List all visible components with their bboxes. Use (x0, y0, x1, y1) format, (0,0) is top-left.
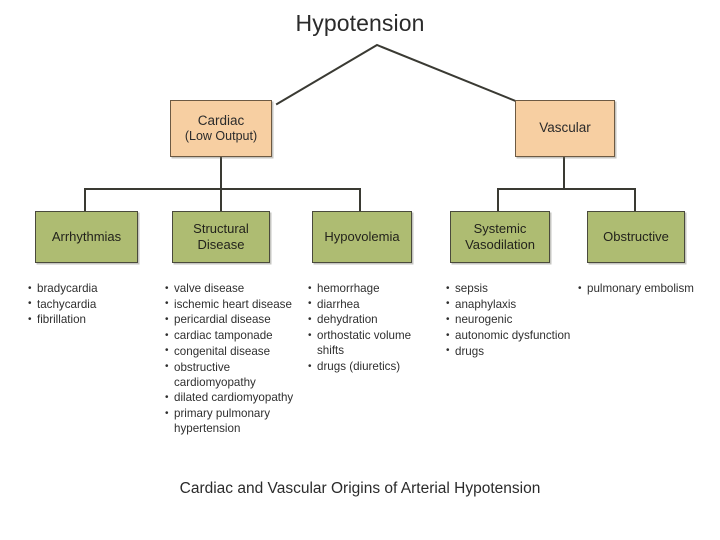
list-item: pericardial disease (165, 312, 305, 327)
list-item: orthostatic volume shifts (308, 328, 428, 358)
list-item: cardiac tamponade (165, 328, 305, 343)
node-structural-disease-text: Structural Disease (189, 221, 253, 253)
list-item: neurogenic (446, 312, 596, 327)
node-arrhythmias-label: Arrhythmias (51, 229, 122, 245)
list-item: obstructive cardiomyopathy (165, 359, 305, 390)
node-systemic-vasodilation-line2: Vasodilation (465, 237, 535, 252)
node-obstructive[interactable]: Obstructive (587, 211, 685, 263)
list-item: valve disease (165, 280, 305, 296)
list-item: bradycardia (28, 280, 153, 296)
list-item: hemorrhage (308, 280, 428, 296)
node-obstructive-label: Obstructive (603, 229, 669, 245)
node-cardiac-text: Cardiac (Low Output) (185, 113, 257, 145)
list-obstructive: pulmonary embolism (578, 280, 713, 297)
list-hypovolemia-items: hemorrhagediarrheadehydrationorthostatic… (308, 280, 428, 374)
node-cardiac-sublabel: (Low Output) (184, 129, 258, 144)
list-item: drugs (diuretics) (308, 359, 428, 374)
diagram-title: Hypotension (295, 10, 425, 36)
list-arrhythmias: bradycardiatachycardiafibrillation (28, 280, 153, 328)
node-systemic-vasodilation[interactable]: Systemic Vasodilation (450, 211, 550, 263)
node-structural-disease-line2: Disease (197, 237, 245, 252)
list-item: primary pulmonary hypertension (165, 406, 305, 436)
list-item: tachycardia (28, 296, 153, 312)
list-structural-disease-items: valve diseaseischemic heart diseaseperic… (165, 280, 305, 437)
list-item: drugs (446, 343, 596, 359)
list-item: fibrillation (28, 312, 153, 327)
list-item: ischemic heart disease (165, 296, 305, 312)
list-item: dehydration (308, 312, 428, 327)
node-vascular[interactable]: Vascular (515, 100, 615, 157)
node-hypovolemia-label: Hypovolemia (324, 229, 400, 245)
list-systemic-vasodilation: sepsisanaphylaxisneurogenicautonomic dys… (446, 280, 596, 360)
list-obstructive-items: pulmonary embolism (578, 280, 713, 296)
node-structural-disease[interactable]: Structural Disease (172, 211, 270, 263)
edge-root-to-primary (275, 43, 525, 106)
list-item: anaphylaxis (446, 296, 596, 312)
list-hypovolemia: hemorrhagediarrheadehydrationorthostatic… (308, 280, 428, 375)
list-item: autonomic dysfunction (446, 328, 596, 343)
list-item: dilated cardiomyopathy (165, 390, 305, 405)
list-structural-disease: valve diseaseischemic heart diseaseperic… (165, 280, 305, 437)
list-arrhythmias-items: bradycardiatachycardiafibrillation (28, 280, 153, 328)
node-cardiac[interactable]: Cardiac (Low Output) (170, 100, 272, 157)
node-structural-disease-line1: Structural (193, 221, 249, 237)
node-hypovolemia[interactable]: Hypovolemia (312, 211, 412, 263)
list-item: pulmonary embolism (578, 280, 713, 296)
list-item: diarrhea (308, 296, 428, 312)
node-cardiac-label: Cardiac (197, 112, 245, 128)
list-item: sepsis (446, 280, 596, 296)
node-systemic-vasodilation-line1: Systemic (473, 221, 527, 237)
diagram-caption: Cardiac and Vascular Origins of Arterial… (179, 480, 541, 497)
list-systemic-vasodilation-items: sepsisanaphylaxisneurogenicautonomic dys… (446, 280, 596, 359)
node-systemic-vasodilation-text: Systemic Vasodilation (461, 221, 539, 253)
node-vascular-label: Vascular (539, 120, 591, 136)
list-item: congenital disease (165, 343, 305, 359)
node-arrhythmias[interactable]: Arrhythmias (35, 211, 138, 263)
